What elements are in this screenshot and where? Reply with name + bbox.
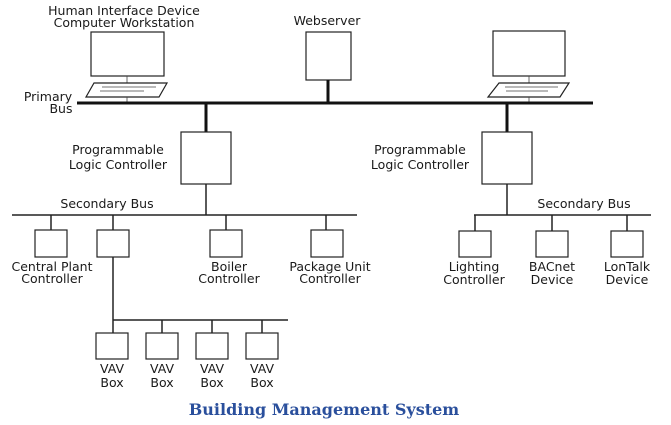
- vav-label-1: VAV: [200, 361, 225, 376]
- keyboard-icon: [486, 82, 571, 98]
- device-label-1: Boiler: [211, 259, 248, 274]
- device-box-boiler: [209, 229, 243, 258]
- device-box-bacnet: [535, 230, 569, 258]
- server-icon: [305, 31, 352, 81]
- plc-label-1: Programmable: [72, 142, 164, 157]
- device-label-2: Controller: [299, 271, 361, 286]
- vav-box: [245, 332, 279, 360]
- device-label-2: Device: [606, 272, 649, 287]
- vav-label-2: Box: [150, 375, 173, 390]
- workstation-label-2: Computer Workstation: [54, 15, 195, 30]
- plc-label-1: Programmable: [374, 142, 466, 157]
- workstation-label-1: Human Interface Device: [48, 3, 200, 18]
- plc-label-2: Logic Controller: [371, 157, 470, 172]
- vav-label-2: Box: [250, 375, 273, 390]
- keyboard-icon: [84, 82, 169, 98]
- plc-box: [180, 131, 232, 185]
- device-box-central-plant: [34, 229, 68, 258]
- secondary-bus-1: Secondary Bus Central Plant Controller B…: [12, 196, 371, 334]
- vav-label-1: VAV: [150, 361, 175, 376]
- vav-label-2: Box: [100, 375, 123, 390]
- plc-box: [481, 131, 533, 185]
- workstation-2: [486, 30, 571, 103]
- plc-label-2: Logic Controller: [69, 157, 168, 172]
- secondary-bus-label: Secondary Bus: [537, 196, 630, 211]
- vav-bus: VAV Box VAV Box VAV Box VAV Box: [95, 319, 288, 390]
- plc-1: Programmable Logic Controller: [69, 103, 232, 215]
- device-label-2: Controller: [443, 272, 505, 287]
- device-label-2: Device: [531, 272, 574, 287]
- monitor-icon: [90, 31, 165, 77]
- device-label-1: LonTalk: [604, 259, 651, 274]
- device-label-1: Lighting: [449, 259, 500, 274]
- device-label-1: Central Plant: [12, 259, 93, 274]
- device-label-2: Controller: [198, 271, 260, 286]
- vav-box: [145, 332, 179, 360]
- plc-2: Programmable Logic Controller: [371, 103, 533, 215]
- webserver: Webserver: [294, 13, 362, 103]
- primary-bus-label-1: Primary: [24, 89, 73, 104]
- webserver-label: Webserver: [294, 13, 362, 28]
- device-box-lontalk: [610, 230, 644, 258]
- vav-label-1: VAV: [100, 361, 125, 376]
- monitor-icon: [492, 30, 566, 77]
- secondary-bus-label: Secondary Bus: [60, 196, 153, 211]
- vav-label-2: Box: [200, 375, 223, 390]
- device-box-lighting: [458, 230, 492, 258]
- secondary-bus-2: Secondary Bus Lighting Controller BACnet…: [443, 196, 651, 287]
- device-label-1: Package Unit: [289, 259, 370, 274]
- diagram-title: Building Management System: [189, 400, 460, 419]
- vav-label-1: VAV: [250, 361, 275, 376]
- workstation-1: Human Interface Device Computer Workstat…: [48, 3, 200, 103]
- device-box-package-unit: [310, 229, 344, 258]
- device-label-2: Controller: [21, 271, 83, 286]
- primary-bus-label-2: Bus: [49, 101, 72, 116]
- vav-box: [95, 332, 129, 360]
- device-label-1: BACnet: [529, 259, 575, 274]
- vav-box: [195, 332, 229, 360]
- device-box-vav-controller: [96, 229, 130, 258]
